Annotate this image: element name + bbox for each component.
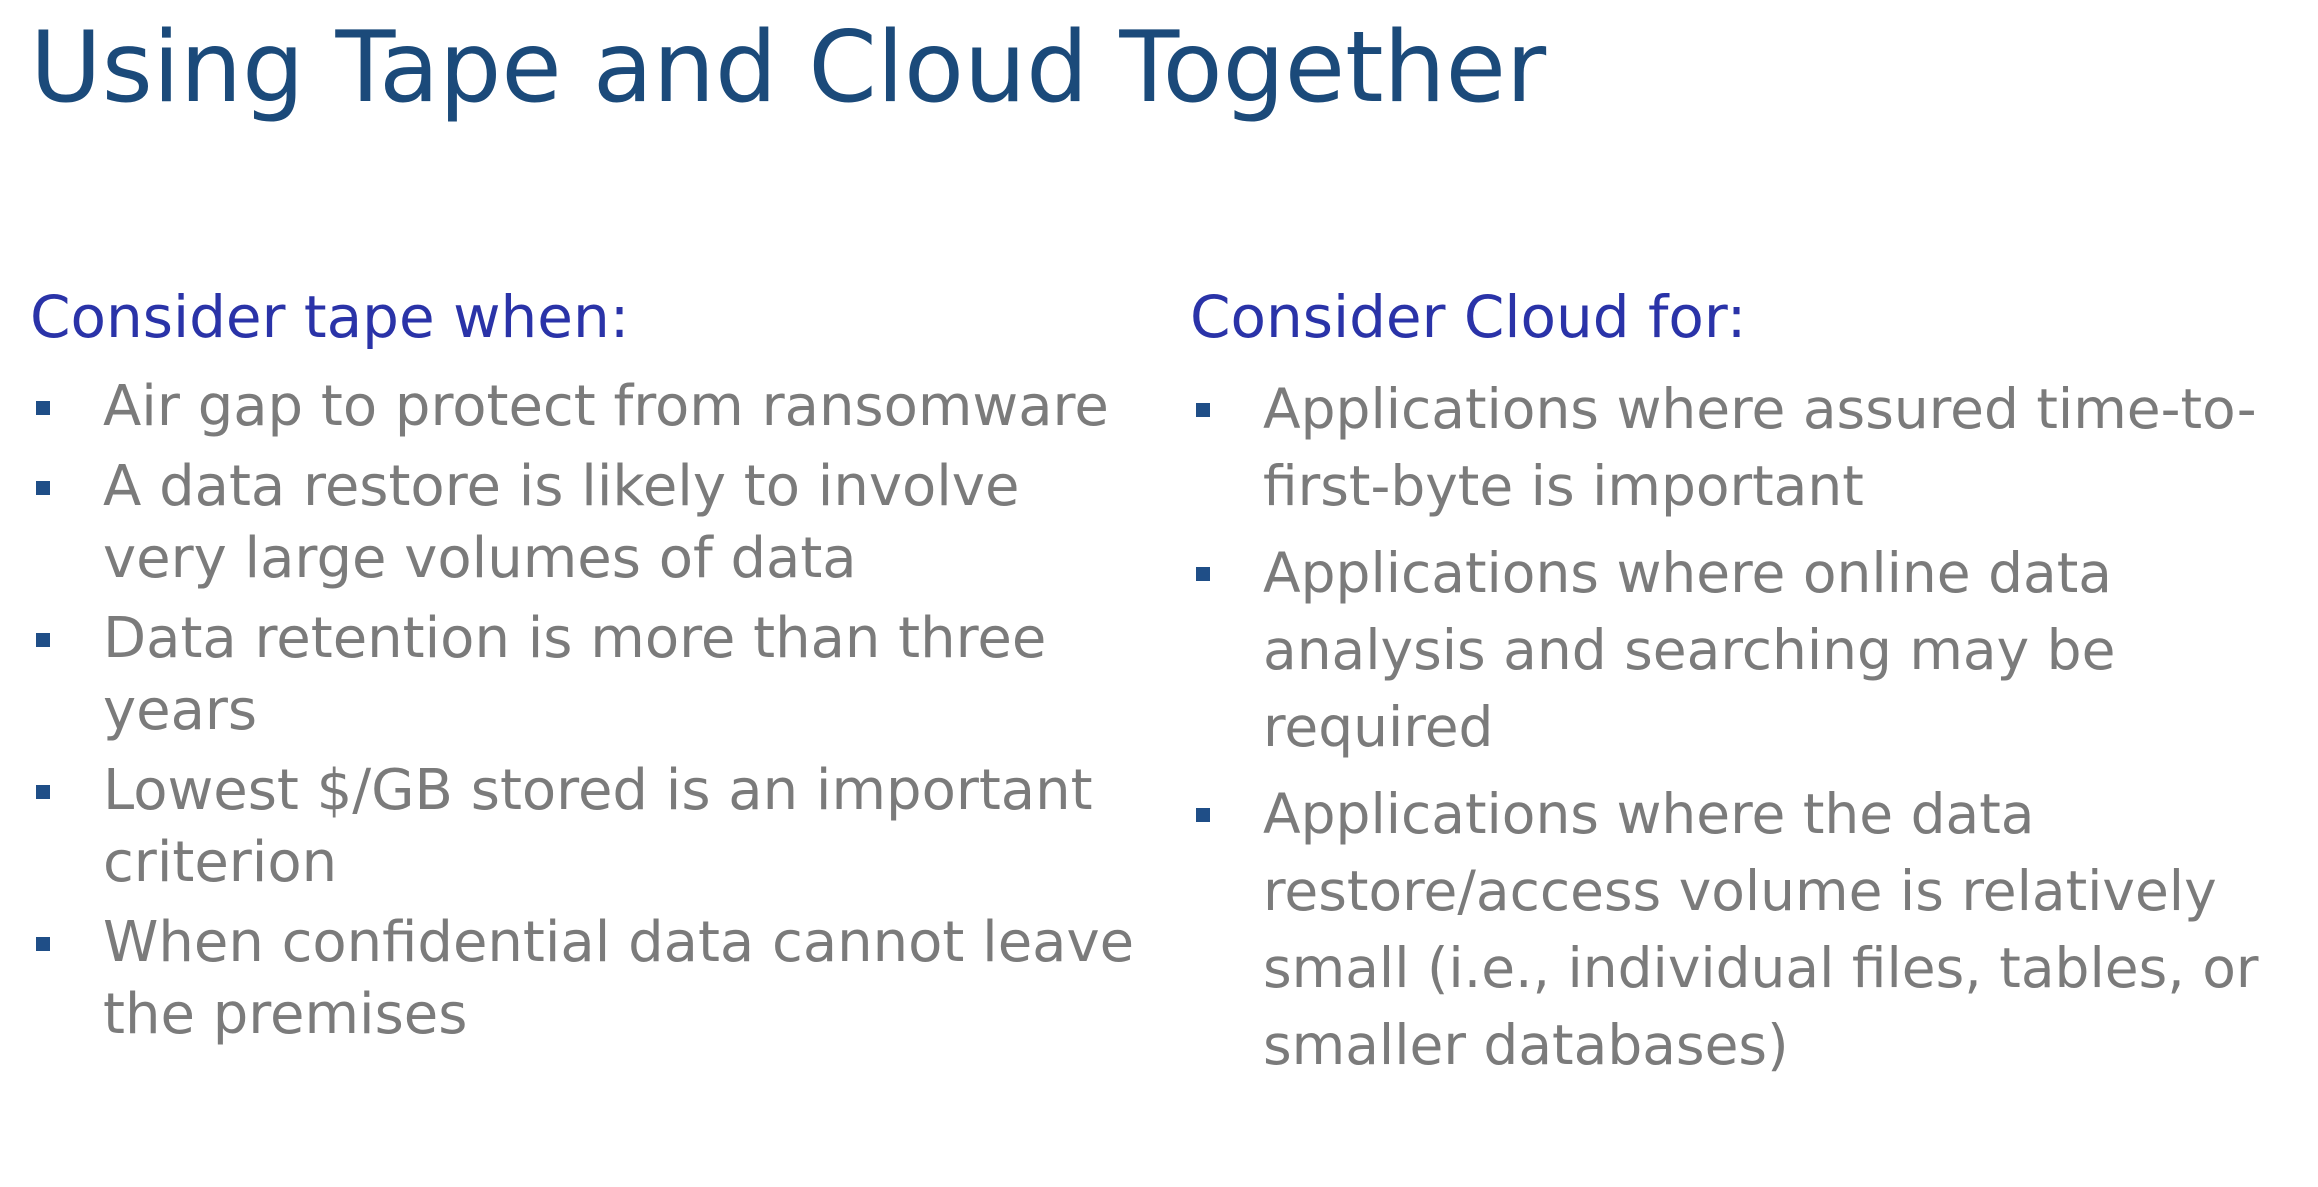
list-item: Applications where online data analysis …	[1190, 535, 2300, 766]
square-bullet-icon	[36, 401, 50, 416]
list-item: Lowest $/GB stored is an important crite…	[30, 755, 1150, 899]
square-bullet-icon	[1196, 567, 1210, 582]
list-item: A data restore is likely to involve very…	[30, 451, 1150, 595]
square-bullet-icon	[36, 937, 50, 952]
slide-title: Using Tape and Cloud Together	[30, 11, 1547, 125]
cloud-column: Consider Cloud for: Applications where a…	[1190, 280, 2300, 1094]
list-item: When confidential data cannot leave the …	[30, 907, 1150, 1051]
tape-column-heading: Consider tape when:	[30, 283, 630, 351]
tape-bullet-list: Air gap to protect from ransomware A dat…	[30, 371, 1150, 1051]
list-item-text: Applications where assured time-to-first…	[1263, 377, 2257, 519]
list-item-text: Air gap to protect from ransomware	[103, 374, 1109, 440]
cloud-column-heading: Consider Cloud for:	[1190, 283, 1747, 351]
square-bullet-icon	[36, 785, 50, 800]
square-bullet-icon	[36, 481, 50, 496]
list-item: Applications where assured time-to-first…	[1190, 371, 2300, 525]
square-bullet-icon	[1196, 403, 1210, 418]
list-item: Applications where the data restore/acce…	[1190, 776, 2300, 1084]
tape-column: Consider tape when: Air gap to protect f…	[30, 280, 1150, 1059]
square-bullet-icon	[1196, 808, 1210, 823]
list-item-text: Lowest $/GB stored is an important crite…	[103, 758, 1093, 896]
list-item: Air gap to protect from ransomware	[30, 371, 1150, 443]
list-item-text: A data restore is likely to involve very…	[103, 454, 1020, 592]
list-item-text: When confidential data cannot leave the …	[103, 910, 1135, 1048]
list-item-text: Applications where the data restore/acce…	[1263, 782, 2259, 1078]
cloud-bullet-list: Applications where assured time-to-first…	[1190, 371, 2300, 1084]
list-item: Data retention is more than three years	[30, 603, 1150, 747]
square-bullet-icon	[36, 633, 50, 648]
list-item-text: Data retention is more than three years	[103, 606, 1047, 744]
list-item-text: Applications where online data analysis …	[1263, 541, 2116, 760]
